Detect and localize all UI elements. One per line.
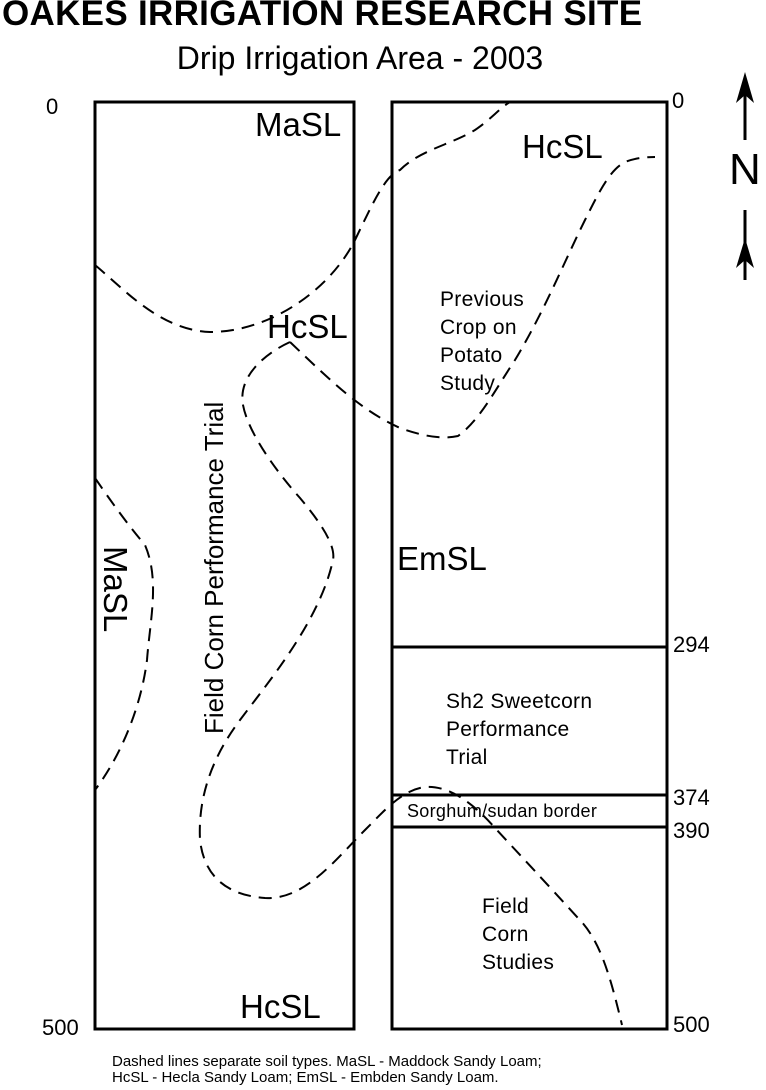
footnote-line-2: HcSL - Hecla Sandy Loam; EmSL - Embden S… [112,1069,499,1086]
page-title: OAKES IRRIGATION RESEARCH SITE [2,0,643,33]
page-subtitle: Drip Irrigation Area - 2003 [176,40,544,76]
field-corn-line-3: Studies [482,951,555,974]
scale-left-top: 0 [46,94,59,119]
previous-crop-line-3: Potato [440,344,503,367]
field-corn-line-1: Field [482,895,530,918]
field-corn-studies-label: Field Corn Studies [482,893,554,977]
north-label: N [729,145,761,194]
scale-right-bottom: 500 [673,1012,710,1037]
left-soil-bottom: HcSL [240,988,321,1025]
scale-right-390: 390 [673,818,710,843]
right-field-outline [390,100,669,1031]
sweetcorn-trial-label: Sh2 Sweetcorn Performance Trial [446,688,592,772]
scale-right-374: 374 [673,785,710,810]
sweetcorn-line-3: Trial [446,746,488,769]
previous-crop-label: Previous Crop on Potato Study [440,286,524,398]
field-corn-line-2: Corn [482,923,529,946]
sorghum-border-label: Sorghum/sudan border [407,801,598,821]
field-corn-performance-trial-label: Field Corn Performance Trial [199,401,229,734]
soil-boundary-upper [94,101,511,334]
left-soil-mid: HcSL [267,308,348,345]
soil-boundary-hcsl-lobe [198,341,623,1026]
scale-right-top: 0 [672,88,685,113]
footnote-line-1: Dashed lines separate soil types. MaSL -… [112,1053,542,1070]
previous-crop-line-1: Previous [440,288,525,311]
previous-crop-line-2: Crop on [440,316,517,339]
sweetcorn-line-2: Performance [446,718,570,741]
left-soil-top: MaSL [255,106,342,143]
scale-left-bottom: 500 [42,1015,79,1040]
left-soil-side: MaSL [97,546,134,633]
previous-crop-line-4: Study [440,372,496,395]
right-soil-top: HcSL [522,128,603,165]
sweetcorn-line-1: Sh2 Sweetcorn [446,690,593,713]
left-field-outline [93,100,356,1031]
soil-boundary-hcsl-upper-right [289,156,656,439]
right-soil-mid: EmSL [397,540,487,577]
soil-boundary-masl-side [94,477,154,791]
scale-right-294: 294 [673,632,710,657]
north-arrow [736,72,754,280]
